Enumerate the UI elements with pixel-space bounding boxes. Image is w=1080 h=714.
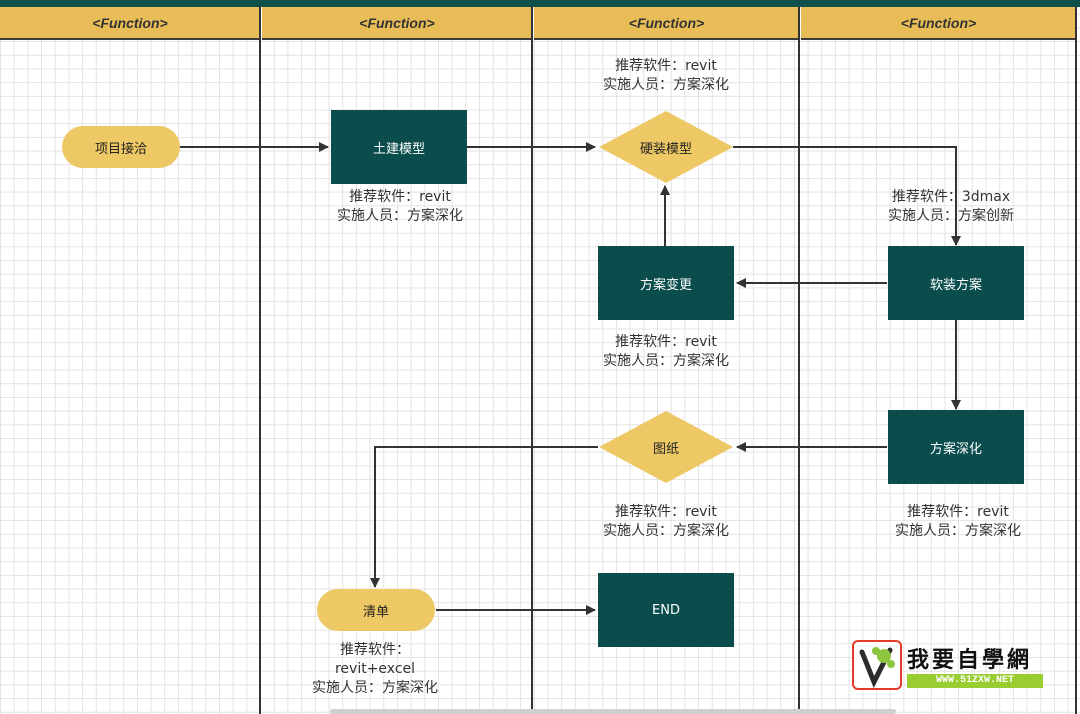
logo-icon	[852, 640, 902, 690]
staff-text: 实施人员：方案深化	[337, 208, 463, 224]
software-text: 推荐软件：	[340, 642, 410, 658]
logo-title: 我要自學網	[907, 647, 1033, 673]
civil-model-note: 推荐软件：revit 实施人员：方案深化	[315, 188, 485, 226]
software-text: 推荐软件：revit	[615, 58, 717, 74]
lane-header-4[interactable]: <Function>	[801, 7, 1076, 40]
software-text: 推荐软件：revit	[349, 189, 451, 205]
hard-decor-label: 硬装模型	[639, 141, 692, 157]
staff-text: 实施人员：方案深化	[603, 77, 729, 93]
end-node[interactable]: END	[598, 573, 734, 647]
title-bar	[0, 0, 1080, 7]
lane-divider	[531, 7, 533, 714]
software-text: 推荐软件：revit	[615, 334, 717, 350]
start-node[interactable]: 项目接洽	[62, 126, 180, 168]
arrow-hard-to-soft	[733, 146, 961, 246]
scheme-deepen-note: 推荐软件：revit 实施人员：方案深化	[873, 503, 1043, 541]
scheme-change-node[interactable]: 方案变更	[598, 246, 734, 320]
bill-label: 清单	[362, 604, 389, 620]
drawings-label: 图纸	[652, 441, 679, 457]
hard-decor-decision[interactable]: 硬装模型	[598, 110, 734, 184]
lane-header-3[interactable]: <Function>	[534, 7, 799, 40]
civil-model-node[interactable]: 土建模型	[331, 110, 467, 184]
staff-text: 实施人员：方案创新	[888, 208, 1014, 224]
staff-text: 实施人员：方案深化	[895, 523, 1021, 539]
logo-url: WWW.51ZXW.NET	[907, 674, 1043, 688]
leaf-v-icon	[859, 647, 895, 689]
software-value-text: revit+excel	[334, 661, 416, 677]
bill-node[interactable]: 清单	[317, 589, 435, 631]
lane-header-2[interactable]: <Function>	[262, 7, 532, 40]
end-label: END	[652, 602, 680, 618]
civil-model-label: 土建模型	[372, 141, 425, 157]
soft-decor-node[interactable]: 软装方案	[888, 246, 1024, 320]
lane-divider	[259, 7, 261, 714]
arrow-drawings-to-bill	[370, 446, 598, 588]
software-text: 推荐软件：revit	[907, 504, 1009, 520]
bill-note: 推荐软件： revit+excel 实施人员：方案深化	[290, 641, 460, 698]
staff-text: 实施人员：方案深化	[312, 680, 438, 696]
software-text: 推荐软件：3dmax	[891, 189, 1011, 205]
lane-divider	[1075, 7, 1077, 714]
drawings-note: 推荐软件：revit 实施人员：方案深化	[581, 503, 751, 541]
soft-decor-note: 推荐软件：3dmax 实施人员：方案创新	[866, 188, 1036, 226]
drawings-decision[interactable]: 图纸	[598, 410, 734, 484]
start-node-label: 项目接洽	[94, 141, 147, 157]
staff-text: 实施人员：方案深化	[603, 523, 729, 539]
scheme-change-note: 推荐软件：revit 实施人员：方案深化	[581, 333, 751, 371]
software-text: 推荐软件：revit	[615, 504, 717, 520]
scheme-deepen-node[interactable]: 方案深化	[888, 410, 1024, 484]
horizontal-scrollbar[interactable]	[330, 709, 896, 714]
scheme-change-label: 方案变更	[639, 277, 692, 293]
hard-decor-note: 推荐软件：revit 实施人员：方案深化	[581, 57, 751, 95]
diamond-shape	[599, 411, 733, 483]
lane-divider	[798, 7, 800, 714]
staff-text: 实施人员：方案深化	[603, 353, 729, 369]
diamond-shape	[599, 111, 733, 183]
soft-decor-label: 软装方案	[929, 277, 982, 293]
scheme-deepen-label: 方案深化	[929, 441, 982, 457]
watermark-logo: 我要自學網 WWW.51ZXW.NET	[852, 640, 1047, 692]
lane-header-1[interactable]: <Function>	[0, 7, 260, 40]
